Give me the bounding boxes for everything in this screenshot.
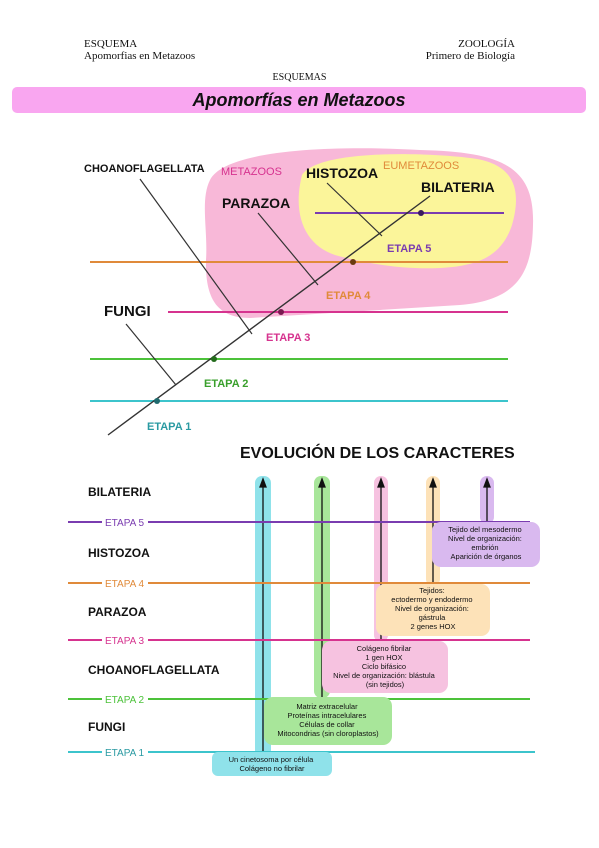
box3-line2: 1 gen HOX xyxy=(365,653,402,662)
taxon-fungi: FUNGI xyxy=(104,303,151,320)
box2-line1: Matriz extracelular xyxy=(296,702,358,711)
stage-1-label: ETAPA 1 xyxy=(147,421,191,433)
header-left-line1: ESQUEMA xyxy=(84,38,138,50)
title-bar: Apomorfías en Metazoos xyxy=(12,87,586,113)
svg-text:Tejido del mesodermo Nivel: Tejido del mesodermo Nivel de organizaci… xyxy=(448,525,524,561)
evo-stage-2-label: ETAPA 2 xyxy=(105,695,145,706)
character-box-etapa-2 xyxy=(264,697,392,745)
box4-line3: Nivel de organización: xyxy=(395,604,469,613)
taxon-bilateria: BILATERIA xyxy=(421,179,495,195)
taxon-choanoflagellata: CHOANOFLAGELLATA xyxy=(84,163,205,175)
svg-text:Matriz extracelular Proteí: Matriz extracelular Proteínas intracelul… xyxy=(277,702,379,738)
taxon-histozoa: HISTOZOA xyxy=(306,165,378,181)
box3-line1: Colágeno fibrilar xyxy=(357,644,412,653)
box2-line2: Proteínas intracelulares xyxy=(288,711,367,720)
evo-taxon-histozoa: HISTOZOA xyxy=(88,546,150,560)
box2-line3: Células de collar xyxy=(299,720,355,729)
stage-4-label: ETAPA 4 xyxy=(326,290,371,302)
evo-stage-3-label: ETAPA 3 xyxy=(105,636,145,647)
header-center: ESQUEMAS xyxy=(272,72,327,83)
evo-stage-5-label: ETAPA 5 xyxy=(105,518,145,529)
branch-parazoa xyxy=(257,212,319,286)
box3-line4: Nivel de organización: blástula xyxy=(333,671,436,680)
stage-3-node xyxy=(278,309,284,315)
evo-stage-4-label: ETAPA 4 xyxy=(105,579,145,590)
group-eumetazoos: EUMETAZOOS xyxy=(383,160,459,172)
group-metazoos: METAZOOS xyxy=(221,166,282,178)
box3-line3: Ciclo bifásico xyxy=(362,662,406,671)
box5-line1: Tejido del mesodermo xyxy=(448,525,521,534)
stage-3-label: ETAPA 3 xyxy=(266,332,310,344)
box4-line4: gástrula xyxy=(419,613,447,622)
evo-taxon-parazoa: PARAZOA xyxy=(88,605,147,619)
box4-line2: ectodermo y endodermo xyxy=(391,595,472,604)
box1-line2: Colágeno no fibrilar xyxy=(239,764,305,773)
character-box-etapa-5 xyxy=(432,522,540,567)
header-left-line2: Apomorfias en Metazoos xyxy=(84,50,196,62)
header-right-line1: ZOOLOGÍA xyxy=(458,38,515,50)
stage-1-node xyxy=(154,398,160,404)
branch-fungi xyxy=(125,323,177,386)
box1-line1: Un cinetosoma por célula xyxy=(229,755,314,764)
box2-line4: Mitocondrias (sin cloroplastos) xyxy=(277,729,379,738)
stage-5-node xyxy=(418,210,424,216)
branch-histozoa xyxy=(326,182,383,237)
svg-text:Tejidos: ectodermo y endod: Tejidos: ectodermo y endodermo Nivel de … xyxy=(391,586,474,631)
character-box-etapa-3 xyxy=(322,641,448,693)
evo-taxon-bilateria: BILATERIA xyxy=(88,485,151,499)
box5-line2: Nivel de organización: xyxy=(448,534,522,543)
branch-choanoflagellata xyxy=(139,178,253,335)
taxon-parazoa: PARAZOA xyxy=(222,195,290,211)
svg-text:Colágeno fibrilar 1 gen HO: Colágeno fibrilar 1 gen HOX Ciclo bifási… xyxy=(333,644,437,689)
character-arrows xyxy=(259,477,491,753)
box4-line1: Tejidos: xyxy=(419,586,444,595)
box5-line3: embrión xyxy=(471,543,498,552)
evo-stage-1-label: ETAPA 1 xyxy=(105,748,145,759)
box4-line5: 2 genes HOX xyxy=(410,622,455,631)
evolution-title: EVOLUCIÓN DE LOS CARACTERES xyxy=(240,443,515,462)
stage-4-node xyxy=(350,259,356,265)
page-title: Apomorfías en Metazoos xyxy=(192,90,406,110)
character-box-etapa-1 xyxy=(212,752,332,776)
box5-line4: Aparición de órganos xyxy=(451,552,522,561)
box3-line5: (sin tejidos) xyxy=(366,680,405,689)
evo-taxon-choanoflagellata: CHOANOFLAGELLATA xyxy=(88,663,220,677)
header-right-line2: Primero de Biología xyxy=(425,50,515,62)
character-box-etapa-4 xyxy=(376,584,490,636)
stage-2-label: ETAPA 2 xyxy=(204,378,248,390)
stage-5-label: ETAPA 5 xyxy=(387,243,431,255)
eumetazoos-blob xyxy=(298,154,516,269)
stage-2-node xyxy=(211,356,217,362)
svg-text:Un cinetosoma por célula C: Un cinetosoma por célula Colágeno no fib… xyxy=(229,755,316,773)
evo-taxon-fungi: FUNGI xyxy=(88,720,125,734)
tree-trunk xyxy=(107,195,431,436)
